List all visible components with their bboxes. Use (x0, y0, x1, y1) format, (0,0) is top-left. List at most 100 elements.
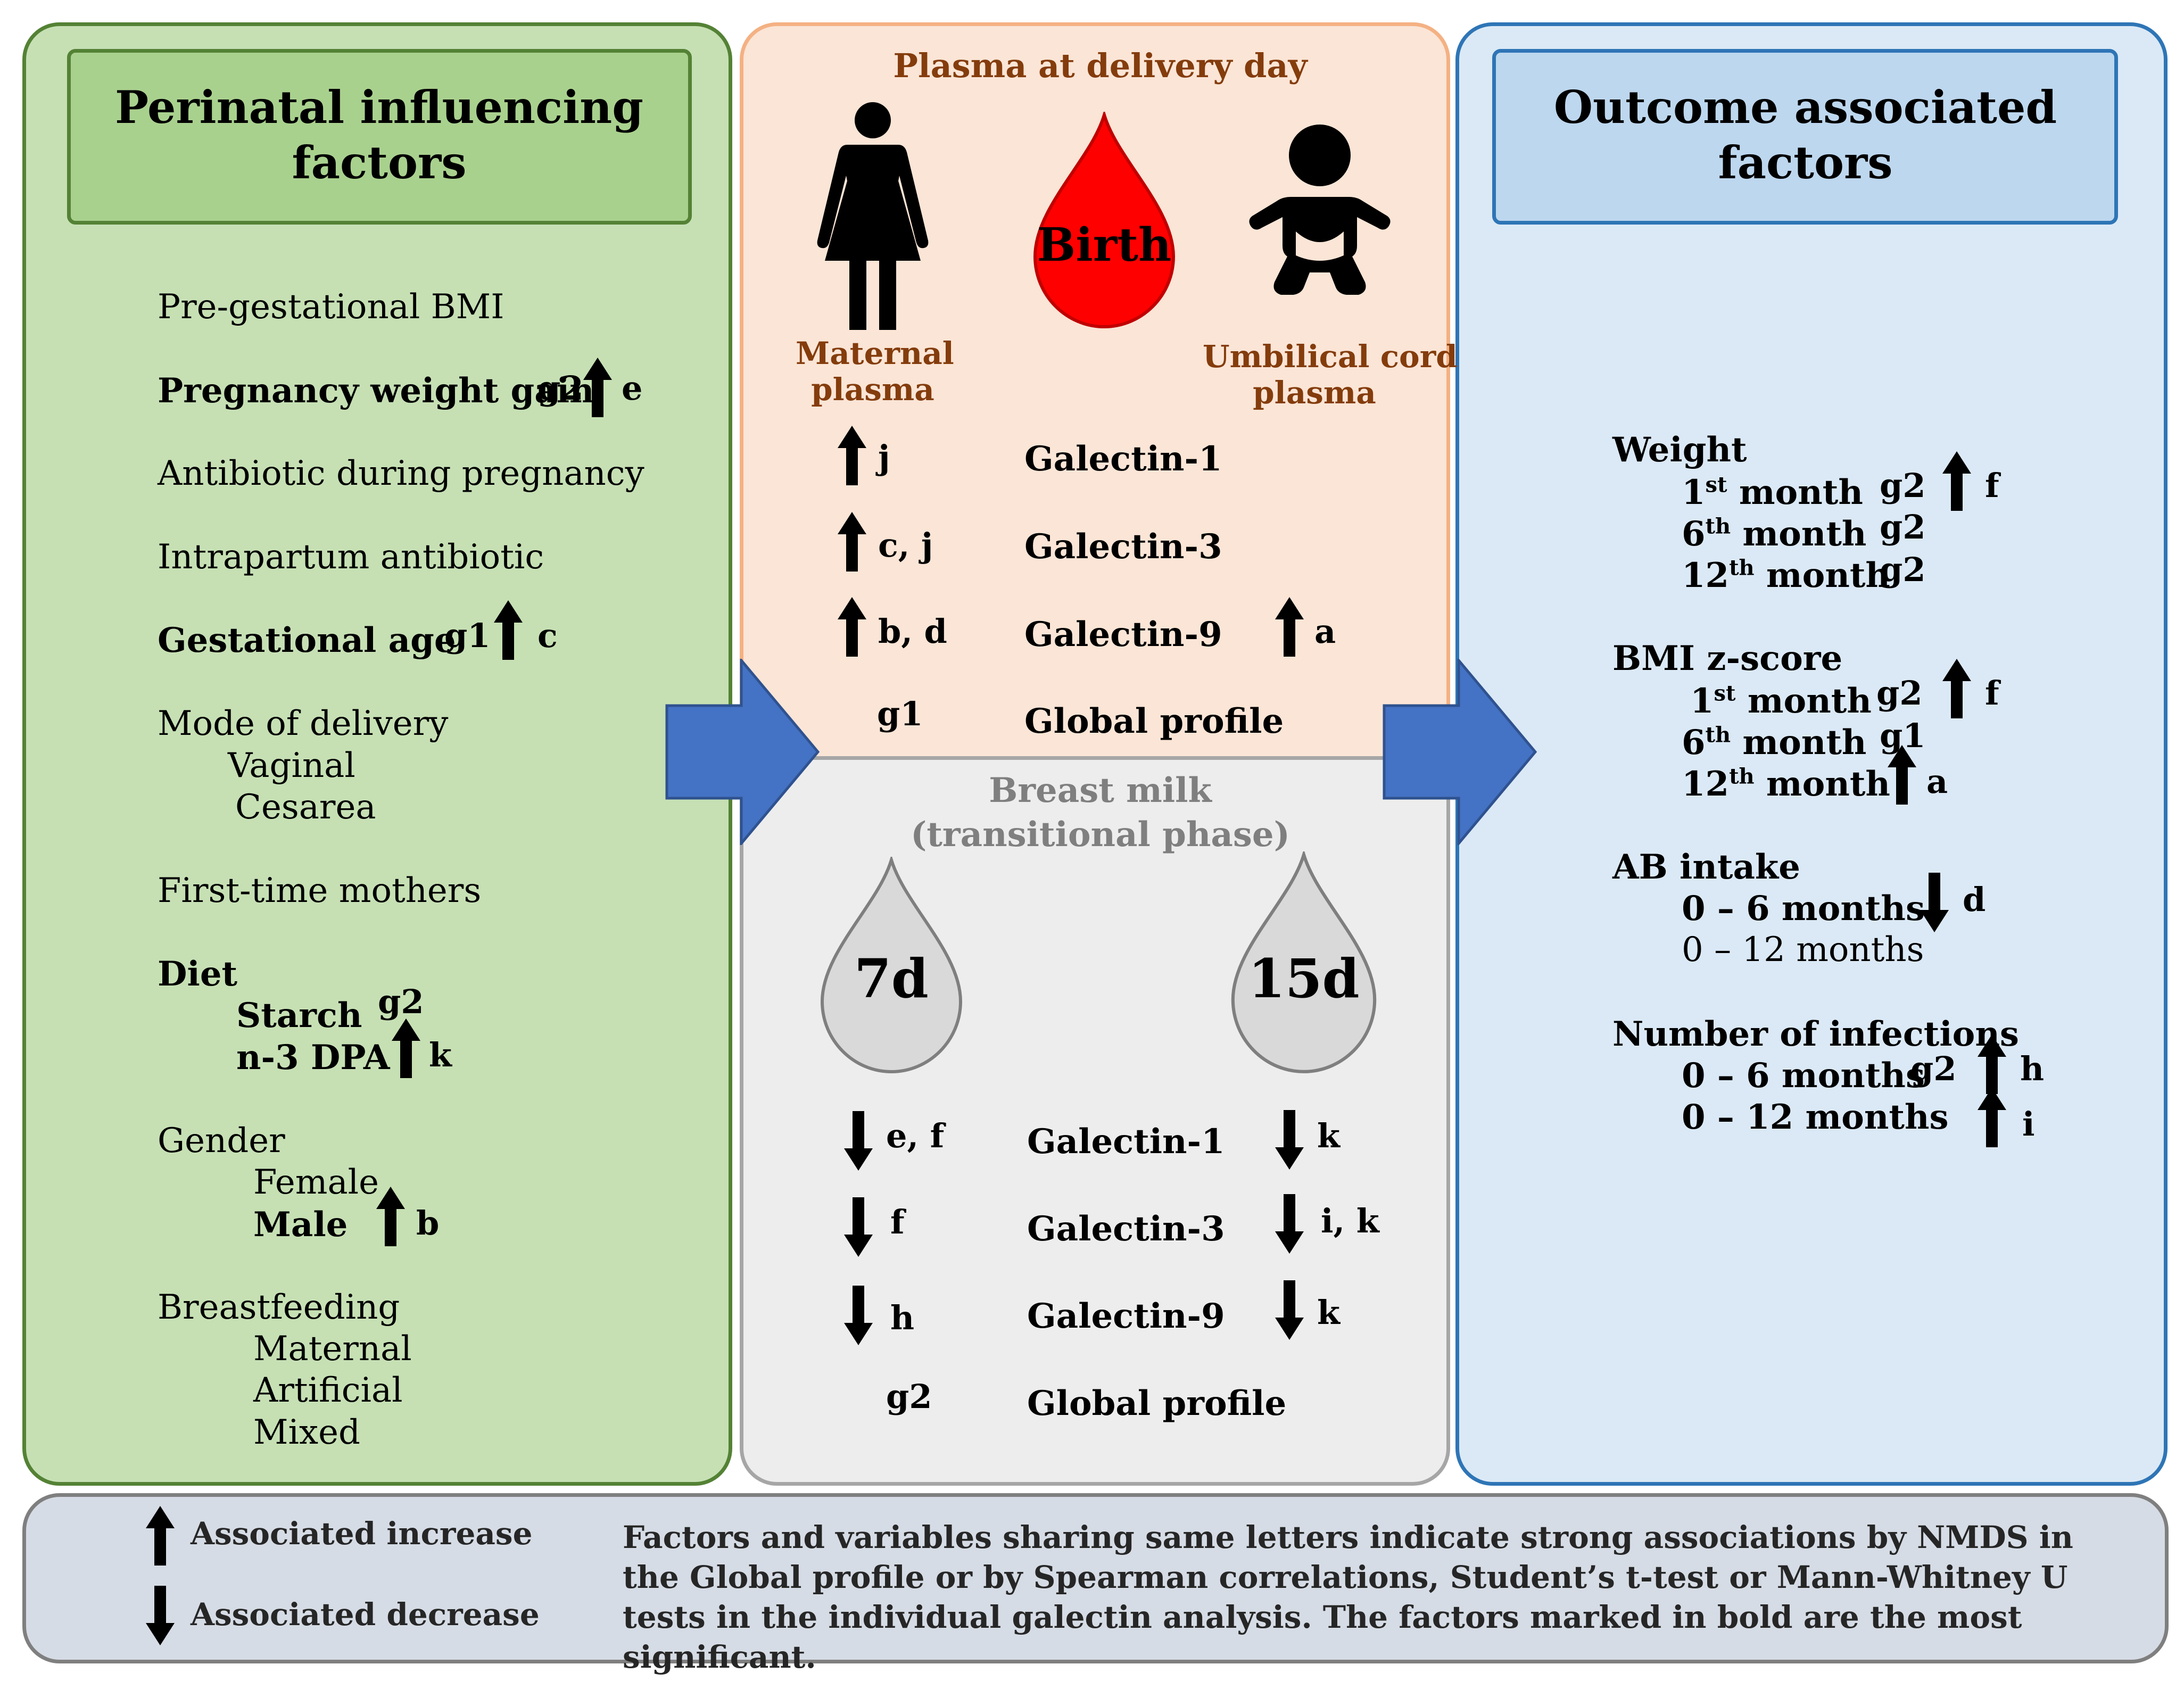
ab-intake-label: AB intake (1612, 847, 1800, 887)
female-label: Female (253, 1163, 379, 1202)
milk-drop-icon (820, 857, 963, 1074)
first-time-mothers-label: First-time mothers (158, 871, 482, 910)
down-arrow-icon (844, 1286, 873, 1345)
weight-6th-group: g2 (1880, 508, 1926, 546)
cord-plasma-line2: plasma (1253, 375, 1376, 411)
pregestational-bmi-label: Pre-gestational BMI (158, 287, 504, 327)
intrapartum-antibiotic-label: Intrapartum antibiotic (158, 537, 544, 577)
plasma-galectin1-maternal-letter: j (878, 438, 890, 477)
up-arrow-icon (1942, 451, 1971, 511)
antibiotic-pregnancy-label: Antibiotic during pregnancy (158, 454, 644, 493)
up-arrow-icon (1978, 1034, 2006, 1094)
artificial-feeding-label: Artificial (253, 1371, 403, 1410)
starch-group: g2 (378, 982, 424, 1021)
up-arrow-icon (494, 600, 523, 660)
milk-7d-label: 7d (854, 947, 929, 1010)
bmi-1st-letter: f (1985, 674, 1999, 713)
perinatal-factors-panel (22, 22, 732, 1486)
milk-title-line2: (transitional phase) (911, 815, 1290, 855)
plasma-galectin9-label: Galectin-9 (1024, 615, 1222, 655)
infections-6-letter: h (2020, 1049, 2045, 1088)
pregnancy-weight-gain-group: g2 (537, 369, 584, 408)
gestational-age-group: g1 (444, 616, 491, 655)
weight-1st-letter: f (1985, 466, 1999, 505)
infections-6-months: 0 – 6 months (1682, 1056, 1925, 1096)
weight-1st-month: 1st month (1682, 472, 1863, 512)
milk-galectin3-7d-letter: f (890, 1203, 905, 1241)
plasma-galectin3-label: Galectin-3 (1024, 527, 1222, 567)
milk-title-line1: Breast milk (989, 771, 1212, 810)
mode-of-delivery-label: Mode of delivery (158, 704, 449, 743)
milk-galectin9-15d-letter: k (1317, 1293, 1340, 1332)
up-arrow-icon (583, 358, 612, 417)
birth-label: Birth (1037, 218, 1172, 272)
pregnancy-weight-gain-label: Pregnancy weight gain (158, 371, 594, 411)
vaginal-label: Vaginal (228, 746, 355, 785)
bmi-12th-month: 12th month (1682, 764, 1890, 804)
milk-drop-icon (1231, 851, 1377, 1073)
milk-global-profile-label: Global profile (1027, 1384, 1287, 1423)
mixed-feeding-label: Mixed (253, 1413, 360, 1452)
plasma-galectin3-maternal-letter: c, j (878, 526, 933, 565)
pregnancy-weight-gain-letter: e (622, 369, 643, 408)
infections-label: Number of infections (1612, 1014, 2019, 1054)
outcome-title-box (1492, 49, 2118, 225)
up-arrow-icon (838, 597, 866, 657)
down-arrow-icon (146, 1586, 175, 1645)
up-arrow-icon (838, 512, 866, 572)
weight-label: Weight (1612, 430, 1747, 470)
down-arrow-icon (1920, 873, 1949, 932)
milk-galectin1-7d-letter: e, f (886, 1116, 945, 1155)
gestational-age-letter: c (537, 616, 558, 655)
n3dpa-letter: k (429, 1036, 452, 1074)
cesarea-label: Cesarea (235, 788, 376, 827)
weight-6th-month: 6th month (1682, 514, 1867, 554)
maternal-feeding-label: Maternal (253, 1329, 412, 1369)
milk-galectin9-7d-letter: h (890, 1298, 915, 1337)
maternal-plasma-line2: plasma (811, 371, 934, 408)
infections-12-months: 0 – 12 months (1682, 1097, 1949, 1137)
up-arrow-icon (376, 1187, 405, 1246)
legend-panel (22, 1493, 2169, 1663)
gestational-age-label: Gestational age (158, 620, 456, 660)
baby-icon (1249, 125, 1391, 295)
bmi-12th-letter: a (1926, 762, 1948, 801)
milk-15d-label: 15d (1248, 947, 1360, 1010)
blood-drop-icon (1033, 112, 1176, 329)
perinatal-title-box (67, 49, 692, 225)
plasma-global-profile-label: Global profile (1024, 701, 1284, 741)
weight-12th-group: g2 (1880, 550, 1926, 589)
bmi-label: BMI z-score (1612, 639, 1843, 678)
legend-decrease-label: Associated decrease (191, 1596, 540, 1633)
bmi-6th-month: 6th month (1682, 722, 1867, 763)
n3dpa-label: n-3 DPA (236, 1038, 390, 1078)
plasma-title: Plasma at delivery day (893, 46, 1308, 85)
up-arrow-icon (1888, 745, 1916, 805)
bmi-1st-group: g2 (1876, 674, 1923, 713)
ab-intake-12-months: 0 – 12 months (1682, 930, 1924, 970)
male-label: Male (253, 1205, 348, 1245)
flow-arrow-right-icon (1383, 659, 1537, 845)
down-arrow-icon (844, 1197, 873, 1257)
down-arrow-icon (1275, 1194, 1304, 1254)
down-arrow-icon (1275, 1110, 1304, 1170)
bmi-1st-month: 1st month (1690, 681, 1872, 721)
infections-6-group: g2 (1910, 1049, 1957, 1088)
outcome-factors-panel (1455, 22, 2168, 1486)
milk-global-profile-group: g2 (886, 1377, 932, 1416)
milk-galectin9-label: Galectin-9 (1027, 1296, 1225, 1336)
milk-galectin1-label: Galectin-1 (1027, 1122, 1225, 1162)
up-arrow-icon (838, 426, 866, 485)
up-arrow-icon (1275, 597, 1304, 657)
up-arrow-icon (146, 1506, 175, 1566)
legend-note: Factors and variables sharing same lette… (623, 1519, 2073, 1675)
up-arrow-icon (1978, 1088, 2006, 1147)
up-arrow-icon (1942, 659, 1971, 718)
milk-galectin3-label: Galectin-3 (1027, 1209, 1225, 1249)
ab-intake-6-months: 0 – 6 months (1682, 889, 1925, 929)
weight-1st-group: g2 (1880, 466, 1926, 505)
legend-increase-label: Associated increase (191, 1516, 533, 1552)
starch-label: Starch (236, 996, 362, 1036)
infections-12-letter: i (2022, 1105, 2035, 1144)
maternal-plasma-line1: Maternal (796, 335, 954, 371)
